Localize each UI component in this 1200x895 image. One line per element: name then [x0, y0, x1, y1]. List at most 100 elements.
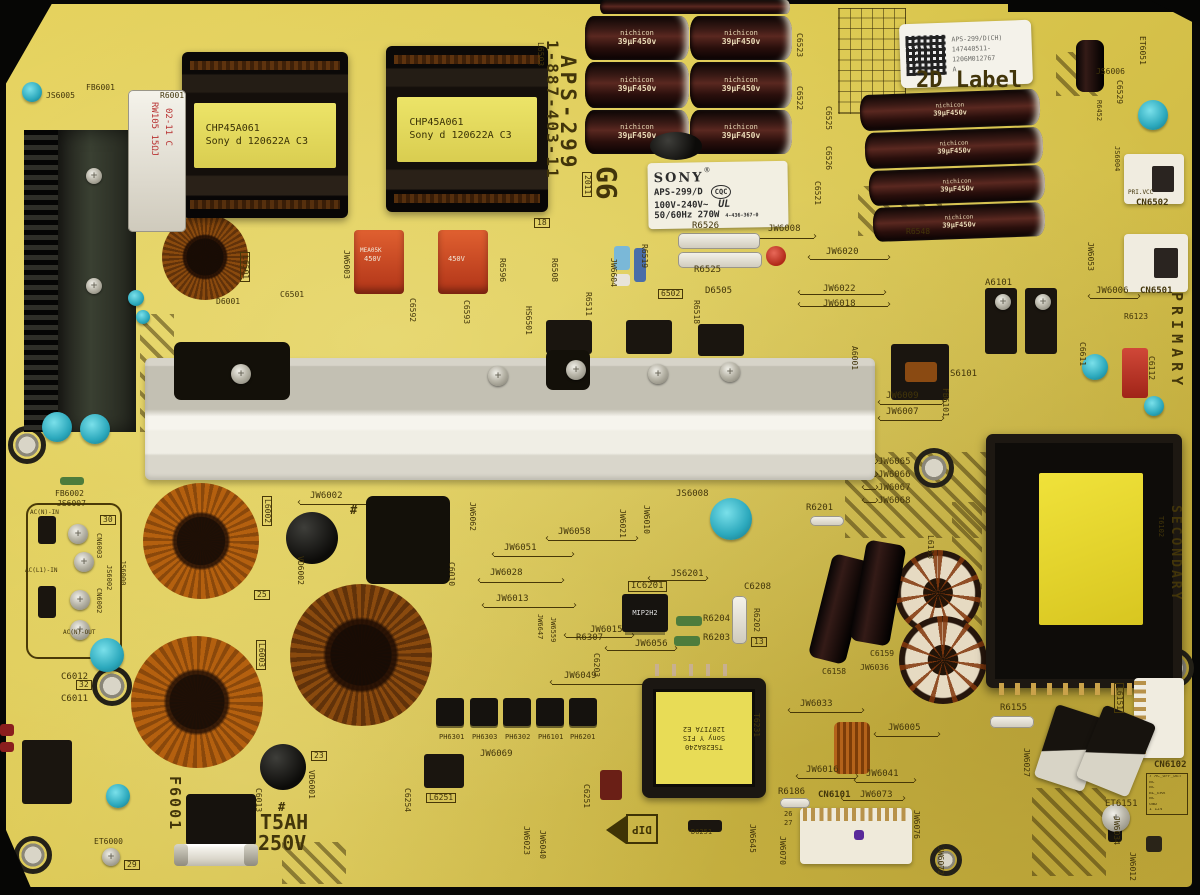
registered-mark: ®: [703, 166, 711, 175]
silkscreen-label-27: 27: [784, 819, 793, 827]
silkscreen-label-cn6501: CN6501: [1140, 286, 1173, 296]
silkscreen-label-js6000: JS6000: [119, 560, 127, 586]
silkscreen-label-jw6020: JW6020: [826, 247, 859, 257]
toroid-l6004: [290, 584, 432, 726]
silkscreen-label-6502: 6502: [658, 289, 684, 299]
toroid-l6002: [143, 483, 259, 599]
connector-cn6502: [1124, 154, 1184, 204]
silkscreen-label-jw6005: JW6005: [888, 723, 921, 733]
silkscreen-label-c6526: C6526: [824, 146, 833, 171]
sticker-line: 147440511-: [951, 44, 992, 54]
silkscreen-label-et6151: ET6151: [1105, 799, 1138, 809]
screw-shape: [488, 366, 508, 386]
varistor-vd6001: [260, 744, 306, 790]
transformer-pins: [999, 683, 1149, 695]
silkscreen-label-jw6041: JW6041: [866, 769, 899, 779]
capacitor-brand: nichicon: [724, 76, 758, 84]
capacitor-value: 39µF450v: [617, 37, 657, 46]
silkscreen-label-cn6101: CN6101: [818, 790, 851, 800]
silkscreen-label-js6005: JS6005: [46, 91, 75, 100]
model-text: APS-299/D: [653, 187, 703, 199]
resistor-r6525: [678, 252, 762, 268]
jumper-line: [853, 776, 917, 786]
silkscreen-label-cn6003: CN6003: [95, 533, 103, 559]
silkscreen-label-450v: 450V: [364, 255, 381, 263]
silkscreen-label-t6102: T6102: [1157, 516, 1165, 538]
capacitor-value: 39µF450v: [942, 220, 977, 230]
film-cap-c6112: [1122, 348, 1148, 398]
silkscreen-label-c6208: C6208: [744, 582, 772, 592]
greenr-shape: [60, 477, 84, 485]
heatsink-left: [24, 130, 136, 432]
silkscreen-label-jw6010: JW6010: [642, 505, 651, 534]
silkscreen-label-cn6002: CN6002: [95, 588, 103, 614]
silkscreen-label-f6001: F6001: [166, 776, 184, 832]
to220: [546, 320, 592, 354]
silkscreen-label-29: 29: [124, 860, 140, 870]
silkscreen-label-r6519: R6519: [640, 244, 649, 269]
fuse-cover: [186, 794, 256, 846]
jumper-line: [877, 398, 945, 408]
silkscreen-label-r6201: R6201: [806, 503, 834, 513]
silkscreen-label-r6001: R6001: [160, 91, 185, 100]
silkscreen-label-c6011: C6011: [61, 694, 89, 704]
silkscreen-label-ac-n-in: AC(N)-IN: [30, 509, 59, 516]
disc-shape: [710, 498, 752, 540]
resistor-r6203: [674, 636, 700, 646]
silkscreen-label-vd6001: VD6001: [307, 770, 316, 799]
silkscreen-label-r6155: R6155: [1000, 703, 1028, 713]
capacitor-brand: nichicon: [724, 29, 758, 37]
silkscreen-label-jw6040: JW6040: [538, 830, 547, 859]
pin-label: 7 AC_OFF_DET: [1149, 775, 1182, 780]
silkscreen-label-jw6645: JW6645: [748, 824, 757, 853]
silkscreen-label-c6112: C6112: [1147, 356, 1156, 381]
capacitor-value: 39µF450v: [721, 84, 761, 93]
silkscreen-label-c6010: C6010: [447, 562, 456, 587]
silkscreen-label-c6523: C6523: [795, 33, 804, 58]
screw-shape: [86, 278, 102, 294]
screw-shape: [231, 364, 251, 384]
toroid-l6003: [131, 636, 263, 768]
silkscreen-label-mea05k: MEA05K: [360, 247, 382, 254]
silkscreen-label-13: 13: [751, 637, 767, 647]
disc-shape: [106, 784, 130, 808]
connector-slot: [1152, 166, 1174, 192]
silkscreen-label-jw6034: JW6034: [1112, 816, 1121, 845]
silkscreen-label-a6101: A6101: [985, 278, 1013, 288]
diode-d6251: [688, 820, 722, 832]
jumper-line: [297, 498, 373, 508]
silkscreen-label-jw6013: JW6013: [496, 594, 529, 604]
silkscreen-label-hs6501: HS6501: [524, 306, 533, 335]
silkscreen-label-r6526: R6526: [692, 221, 720, 231]
silkscreen-label-jw6647: JW6647: [536, 614, 544, 640]
transformer-t6231-label: TSE28A240 Sony Y FIS 1207I7A E2: [656, 692, 752, 784]
cap-shape: [600, 0, 790, 14]
silkscreen-label-jw6012: JW6012: [1128, 852, 1137, 881]
silkscreen-label-js6002: JS6002: [105, 565, 113, 591]
silkscreen-label-l6501: L6501: [240, 252, 250, 283]
silkscreen-label-r6452: R6452: [1095, 100, 1103, 122]
hatch-shape: [1032, 788, 1106, 876]
transformer-pins: [655, 664, 737, 676]
bit-shape: [634, 248, 646, 282]
cn6102-pinout-table: 7 AC_OFF_DET NC NC BL_ERR NC GND 1 12V: [1146, 773, 1188, 815]
silkscreen-label-jw6051: JW6051: [504, 543, 537, 553]
silkscreen-label-ph6303: PH6303: [472, 733, 498, 741]
silkscreen-label-32: 32: [76, 680, 92, 690]
silkscreen-label-ph6201: PH6201: [570, 733, 596, 741]
ul-mark: UL: [718, 198, 731, 210]
jumper-line: [477, 576, 565, 586]
silkscreen-label-jw6015: JW6015: [590, 625, 623, 635]
screw-shape: [648, 364, 668, 384]
silkscreen-label-jw6027: JW6027: [1022, 748, 1031, 777]
wirewound-coil: [834, 722, 870, 774]
silkscreen-label-fb6101: FB6101: [941, 388, 950, 417]
pin-label: NC: [1149, 786, 1155, 791]
silkscreen-label-18: 18: [534, 218, 550, 228]
silkscreen-label-c6593: C6593: [462, 300, 471, 325]
